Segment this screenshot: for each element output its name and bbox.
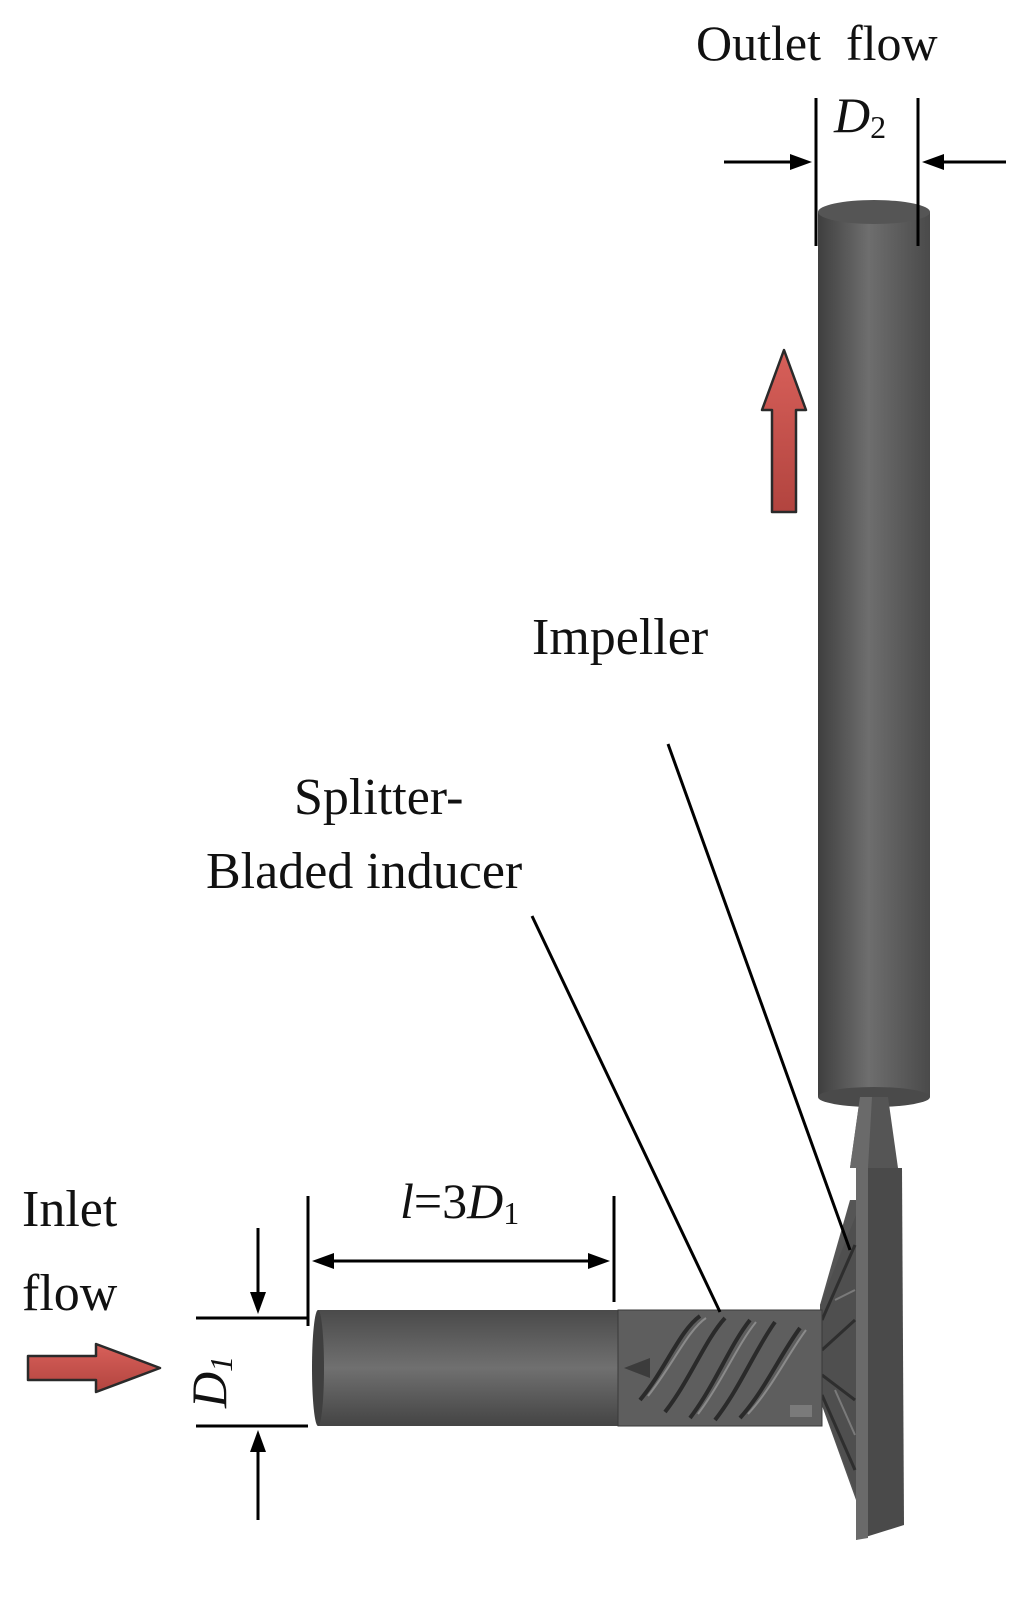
d1-label: D1 [181, 1356, 239, 1409]
d1-dimension [196, 1228, 308, 1520]
d1-subscript: 1 [203, 1356, 239, 1372]
outlet-cone [850, 1097, 898, 1168]
length-equals: =3 [414, 1173, 467, 1229]
splitter-label-line2: Bladed inducer [206, 843, 522, 900]
flow-arrow-up-icon [760, 348, 808, 514]
inlet-label-line1: Inlet [22, 1181, 118, 1238]
length-symbol: D [466, 1173, 503, 1229]
flow-arrow-right-icon [26, 1342, 162, 1394]
length-label: l=3D1 [400, 1173, 519, 1231]
d2-subscript: 2 [870, 109, 886, 145]
splitter-label-line1: Splitter- [294, 769, 463, 826]
d2-symbol: D [833, 87, 870, 143]
outlet-flow-label: Outlet flow [696, 15, 938, 71]
impeller-leader [666, 743, 852, 1251]
d1-symbol: D [181, 1372, 237, 1409]
d2-dimension [724, 98, 1006, 246]
impeller [820, 1168, 904, 1540]
leader-lines [530, 743, 852, 1313]
inducer [617, 1309, 823, 1427]
length-subscript: 1 [503, 1195, 519, 1231]
inlet-pipe [312, 1310, 618, 1426]
d2-label: D2 [833, 87, 886, 145]
impeller-label: Impeller [532, 609, 708, 666]
inducer-leader [530, 915, 722, 1313]
outlet-pipe [818, 200, 930, 1107]
inlet-label-line2: flow [22, 1265, 118, 1322]
length-dimension [306, 1196, 616, 1326]
length-prefix: l [400, 1173, 414, 1229]
